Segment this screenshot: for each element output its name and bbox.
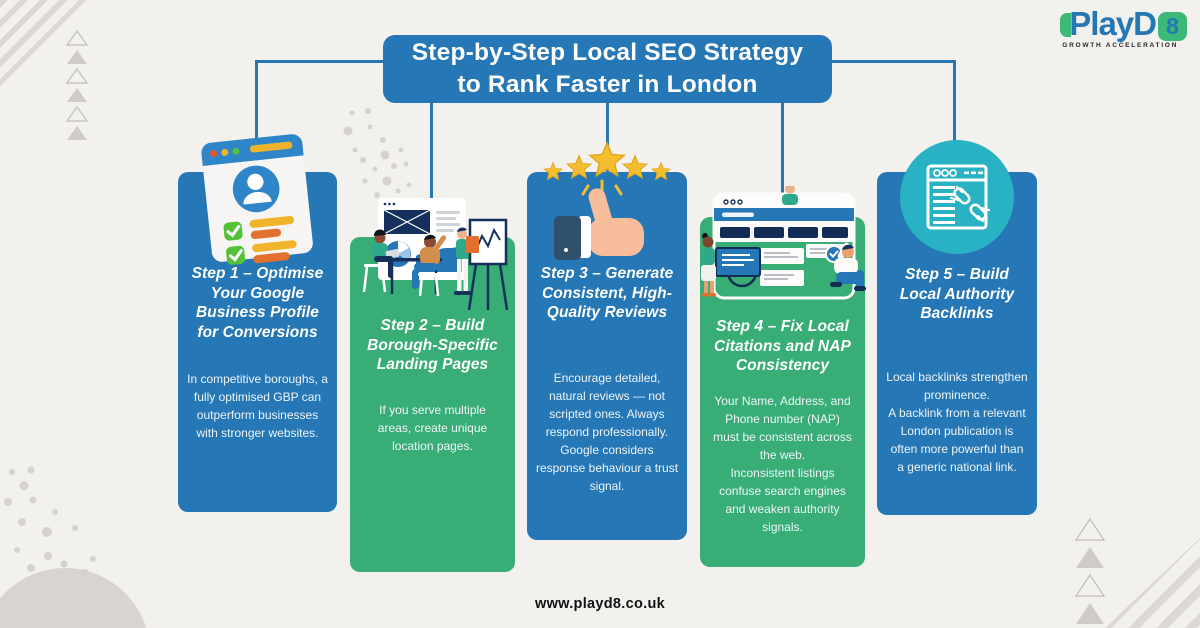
website-url: www.playd8.co.uk bbox=[535, 596, 665, 612]
connector-line-step4 bbox=[781, 101, 784, 194]
title-line-1: Step-by-Step Local SEO Strategy bbox=[411, 39, 804, 66]
logo-text-eight: 8 bbox=[1166, 12, 1179, 39]
step-1-body: In competitive boroughs, a fully optimis… bbox=[187, 372, 328, 441]
logo-eight-badge: 8 bbox=[1158, 11, 1187, 41]
playd8-logo: Play D 8 GROWTH ACCELERATION bbox=[1060, 7, 1187, 49]
step-2-heading: Step 2 – Build Borough-Specific Landing … bbox=[367, 317, 498, 374]
step-1-heading: Step 1 – Optimise Your Google Business P… bbox=[191, 265, 324, 341]
triangle-column-bottom-right bbox=[1074, 517, 1106, 624]
broken-backlink-browser-icon bbox=[900, 140, 1014, 254]
step-3-heading: Step 3 – Generate Consistent, High-Quali… bbox=[540, 265, 674, 322]
triangle-column-top-left bbox=[65, 30, 89, 140]
step-4-heading: Step 4 – Fix Local Citations and NAP Con… bbox=[714, 318, 851, 375]
connector-line-right bbox=[832, 60, 956, 63]
citations-browser-team-icon bbox=[701, 186, 866, 300]
step-3-card: Step 3 – Generate Consistent, High-Quali… bbox=[527, 172, 687, 540]
logo-wordmark: Play D 8 bbox=[1060, 7, 1187, 41]
dot-cluster-bottom-left bbox=[4, 466, 103, 589]
step-2-body: If you serve multiple areas, create uniq… bbox=[377, 402, 488, 453]
connector-line-step3 bbox=[606, 101, 609, 173]
step-5-body: Local backlinks strengthen prominence. A… bbox=[886, 369, 1028, 474]
connector-line-step5 bbox=[953, 60, 956, 145]
corner-stripes-bottom-right bbox=[1105, 538, 1200, 628]
thumbs-up-icon bbox=[554, 179, 644, 260]
step-4-body: Your Name, Address, and Phone number (NA… bbox=[713, 393, 852, 534]
connector-line-step2 bbox=[430, 101, 433, 198]
logo-tagline: GROWTH ACCELERATION bbox=[1062, 42, 1179, 49]
title-line-2: to Rank Faster in London bbox=[457, 71, 758, 98]
connector-line-step1 bbox=[255, 60, 258, 141]
logo-text-play: Play bbox=[1069, 5, 1134, 42]
connector-line-left bbox=[255, 60, 383, 63]
step-3-body: Encourage detailed, natural reviews — no… bbox=[535, 370, 679, 493]
google-business-profile-card-icon bbox=[201, 134, 313, 265]
step-5-heading: Step 5 – Build Local Authority Backlinks bbox=[899, 266, 1015, 323]
logo-green-mark bbox=[1060, 13, 1072, 37]
logo-text-d: D bbox=[1133, 5, 1157, 42]
five-stars-icon bbox=[543, 141, 671, 181]
team-building-landing-pages-icon bbox=[362, 198, 509, 311]
title-banner: Step-by-Step Local SEO Strategy to Rank … bbox=[383, 35, 832, 103]
